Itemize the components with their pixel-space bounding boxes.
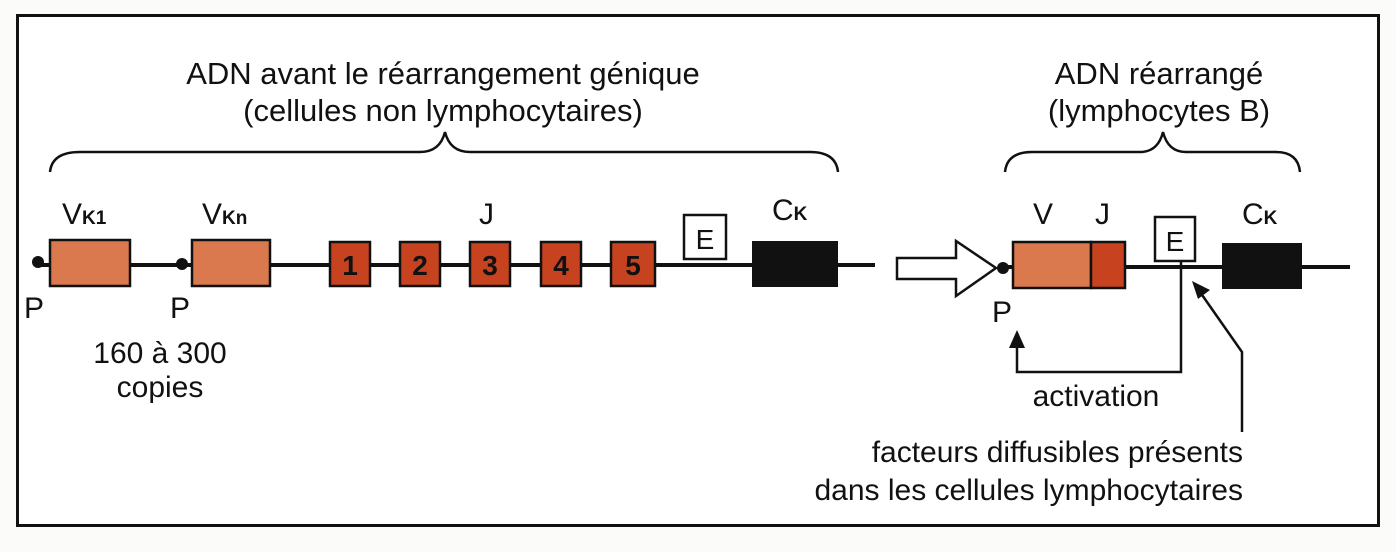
left-title-line1: ADN avant le réarrangement génique xyxy=(186,56,700,91)
right-v-label: V xyxy=(1033,198,1053,231)
j-number-2: 2 xyxy=(412,250,428,281)
j-segment-2 xyxy=(398,240,442,288)
right-c-label: CK xyxy=(1242,198,1278,231)
factors-line2: dans les cellules lymphocytaires xyxy=(814,474,1243,507)
right-title-line1: ADN réarrangé xyxy=(1055,56,1263,91)
j-number-5: 5 xyxy=(625,250,641,281)
j-segment-1 xyxy=(328,240,372,288)
j-segment-4 xyxy=(539,240,583,288)
right-j-segment xyxy=(1089,240,1127,290)
j-number-1: 1 xyxy=(342,250,358,281)
right-promoter-label: P xyxy=(992,296,1012,329)
v-kn-segment xyxy=(190,238,272,288)
copies-line2: copies xyxy=(117,371,204,404)
promoter-dot-1 xyxy=(32,256,44,268)
j-segment-3 xyxy=(468,240,512,288)
left-brace xyxy=(48,131,840,173)
factors-arrow-line xyxy=(1198,291,1244,432)
right-promoter-dot xyxy=(997,262,1009,274)
right-enhancer-box xyxy=(1153,215,1197,263)
right-constant-segment xyxy=(1222,243,1302,289)
left-c-label: CK xyxy=(772,194,808,227)
v-kn-label: VKn xyxy=(202,198,247,231)
promoter-label-1: P xyxy=(24,292,44,325)
v-k1-segment xyxy=(48,238,132,288)
promoter-dot-2 xyxy=(176,258,188,270)
right-brace xyxy=(1003,131,1302,173)
activation-arrowhead-icon xyxy=(1009,330,1025,348)
left-j-label: J xyxy=(479,198,494,231)
transition-arrow-icon xyxy=(895,238,999,299)
factors-arrowhead-icon xyxy=(1192,281,1210,299)
j-segment-5 xyxy=(609,240,657,288)
v-k1-label: VK1 xyxy=(62,198,107,231)
left-enhancer-box xyxy=(682,213,728,261)
promoter-label-2: P xyxy=(170,292,190,325)
j-number-4: 4 xyxy=(553,250,569,281)
right-title-line2: (lymphocytes B) xyxy=(1048,93,1270,128)
left-title-line2: (cellules non lymphocytaires) xyxy=(243,93,643,128)
left-constant-segment xyxy=(752,241,838,287)
left-enhancer-label: E xyxy=(696,224,715,255)
activation-arrow-line xyxy=(1015,262,1183,374)
activation-label: activation xyxy=(1033,380,1160,413)
factors-line1: facteurs diffusibles présents xyxy=(872,436,1243,469)
j-number-3: 3 xyxy=(482,250,498,281)
right-j-label: J xyxy=(1095,198,1110,231)
right-v-segment xyxy=(1011,240,1093,290)
j-segment-group: 1 2 3 4 5 xyxy=(328,240,657,288)
copies-line1: 160 à 300 xyxy=(93,337,226,370)
right-enhancer-label: E xyxy=(1166,226,1185,257)
